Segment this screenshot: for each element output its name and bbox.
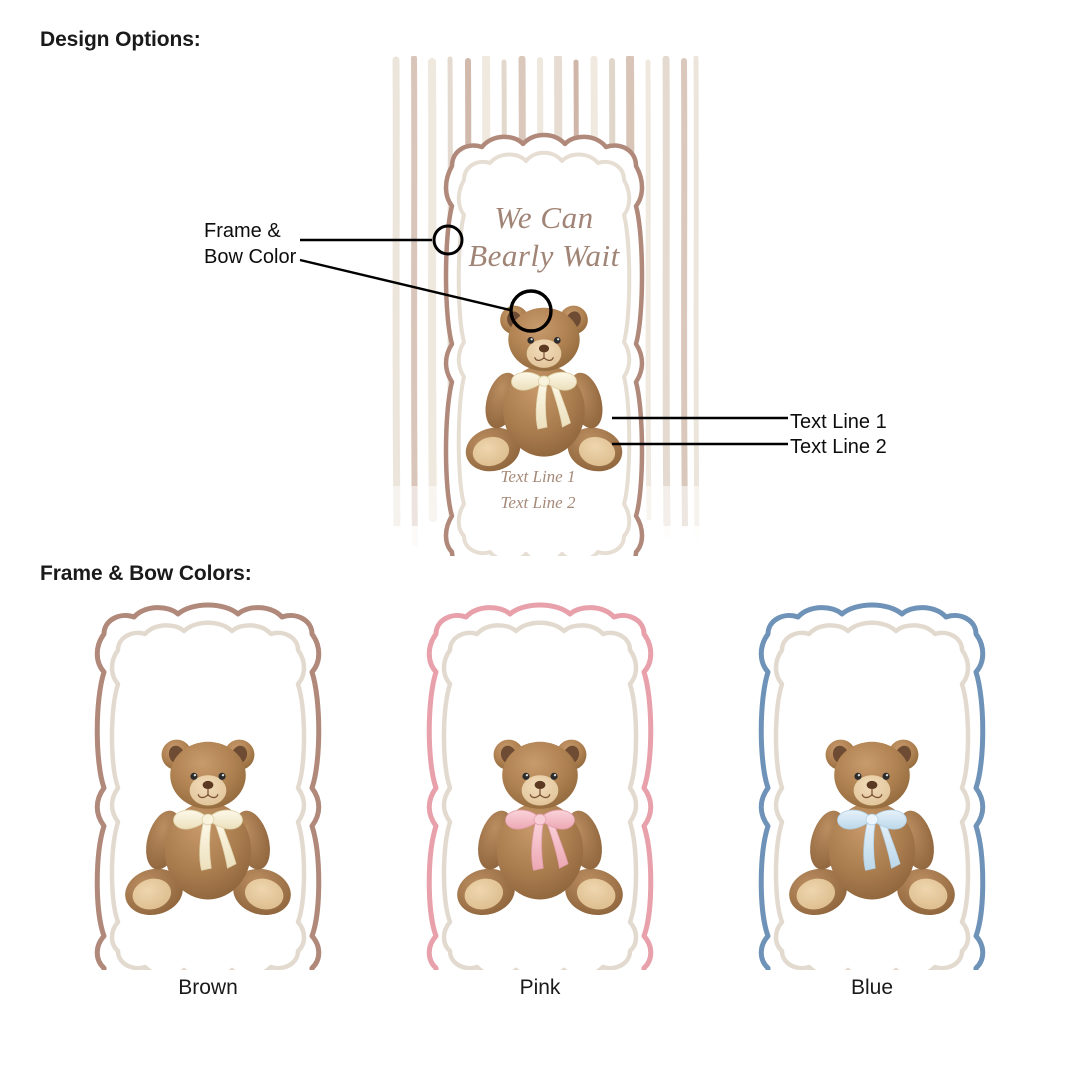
frame-outline-outer <box>758 602 986 970</box>
swatch-art-brown <box>82 598 334 970</box>
color-swatch-pink[interactable]: Pink <box>396 598 684 1038</box>
design-preview-panel: We Can Bearly Wait <box>388 56 700 556</box>
card-text-line-2: Text Line 2 <box>501 493 576 512</box>
callout-label-frame-bow-color: Frame & Bow Color <box>204 220 297 269</box>
card-title-line-2: Bearly Wait <box>468 238 620 273</box>
section-heading-frame-bow-colors: Frame & Bow Colors: <box>40 562 252 585</box>
callout-label-text-line-1: Text Line 1 <box>790 411 887 433</box>
bear-bow <box>505 809 541 830</box>
design-card-frame: We Can Bearly Wait <box>443 132 645 556</box>
teddy-bear-illustration <box>125 739 291 916</box>
teddy-bear-illustration <box>789 739 955 916</box>
frame-bow-color-swatch-row: Brown <box>0 598 1080 1038</box>
swatch-art-pink <box>414 598 666 970</box>
bear-bow <box>173 809 209 830</box>
bear-bow <box>837 809 873 830</box>
callout-label-text-line-2: Text Line 2 <box>790 436 887 458</box>
swatch-label-blue: Blue <box>850 976 894 999</box>
frame-outline-inner <box>456 150 632 556</box>
section-heading-design-options: Design Options: <box>40 28 201 51</box>
swatch-label-brown: Brown <box>178 976 238 999</box>
frame-outline-inner <box>109 620 307 970</box>
frame-outline-outer <box>443 132 645 556</box>
color-swatch-blue[interactable]: Blue <box>728 598 1016 1038</box>
frame-outline-inner <box>441 620 639 970</box>
frame-outline-inner <box>773 620 971 970</box>
swatch-label-pink: Pink <box>519 976 561 999</box>
frame-outline-outer <box>94 602 322 970</box>
card-title-line-1: We Can <box>494 200 593 235</box>
teddy-bear-illustration <box>457 739 623 916</box>
card-text-line-1: Text Line 1 <box>501 467 576 486</box>
bear-bow <box>511 371 545 391</box>
frame-outline-outer <box>426 602 654 970</box>
color-swatch-brown[interactable]: Brown <box>64 598 352 1038</box>
swatch-art-blue <box>746 598 998 970</box>
